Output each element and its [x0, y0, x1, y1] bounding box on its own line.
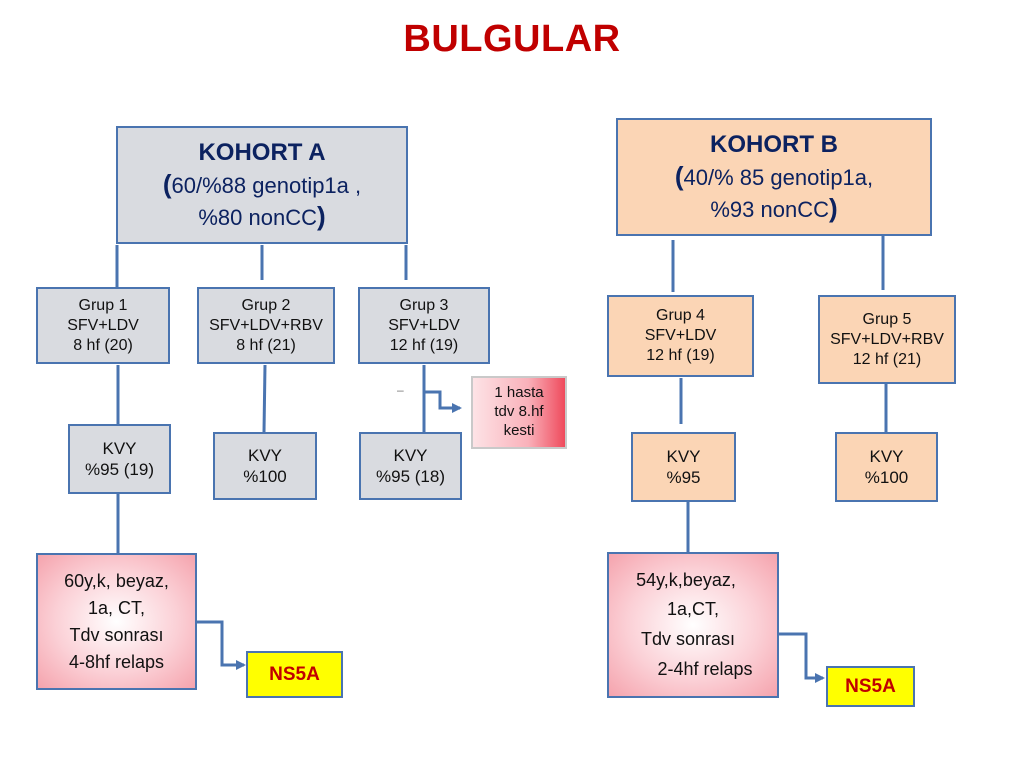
page-title: BULGULAR [403, 18, 621, 60]
case-b-box: 54y,k,beyaz, 1a,CT, Tdv sonrası 2-4hf re… [607, 552, 779, 698]
kvy-4-value: %95 [666, 468, 701, 487]
grup-4-regimen: SFV+LDV [644, 327, 717, 344]
kvy-5-value: %100 [864, 468, 909, 487]
grup-4-duration: 12 hf (19) [646, 347, 715, 364]
arrow-case-a-ns5a [196, 620, 246, 670]
kvy-3-box: KVY %95 (18) [359, 432, 462, 500]
case-a-line4: 4-8hf relaps [68, 651, 165, 672]
grup-1-regimen: SFV+LDV [67, 316, 139, 334]
kvy-3-label: KVY [393, 445, 428, 465]
case-b-line2: 1a,CT, [666, 599, 720, 620]
case-b-line3: Tdv sonrası [640, 629, 736, 649]
ns5a-b-label: NS5A [845, 675, 896, 697]
case-b-line4: 2-4hf relaps [657, 658, 753, 679]
grup-2-regimen: SFV+LDV+RBV [209, 316, 323, 334]
kvy-2-box: KVY %100 [213, 432, 317, 500]
case-a-line1: 60y,k, beyaz, [64, 570, 169, 591]
kohort-a-heading: KOHORT A [198, 138, 326, 166]
link-grup2-kvy [262, 364, 267, 433]
case-a-line3: Tdv sonrası [69, 624, 164, 645]
kohort-b-line1: (40/% 85 genotip1a, [674, 160, 874, 191]
kvy-1-label: KVY [102, 438, 137, 458]
ns5a-b-box: NS5A [826, 666, 915, 707]
case-a-box: 60y,k, beyaz, 1a, CT, Tdv sonrası 4-8hf … [36, 553, 197, 690]
kvy-1-value: %95 (19) [85, 460, 154, 479]
kvy-5-box: KVY %100 [835, 432, 938, 502]
kvy-3-value: %95 (18) [376, 467, 445, 486]
kvy-4-box: KVY %95 [631, 432, 736, 502]
note-line2: tdv 8.hf [494, 403, 544, 421]
note-line3: kesti [503, 421, 535, 439]
note-line1: 1 hasta [494, 384, 544, 402]
grup-1-name: Grup 1 [78, 296, 128, 314]
grup-2-box: Grup 2 SFV+LDV+RBV 8 hf (21) [197, 287, 335, 364]
grup-4-name: Grup 4 [656, 307, 705, 324]
grup-5-name: Grup 5 [862, 310, 912, 328]
kohort-a-line1: (60/%88 genotip1a , [162, 168, 362, 199]
grup-1-duration: 8 hf (20) [73, 336, 133, 354]
kohort-b-line2: %93 nonCC) [710, 193, 838, 223]
kohort-a-line1-text: 60/%88 genotip1a , [171, 172, 362, 198]
kohort-a-line2-text: %80 nonCC [198, 205, 317, 230]
arrow-case-b-ns5a [778, 632, 825, 683]
case-b-line1: 54y,k,beyaz, [636, 569, 736, 590]
ns5a-a-label: NS5A [269, 663, 320, 685]
kvy-4-label: KVY [666, 446, 701, 466]
grup-3-regimen: SFV+LDV [388, 316, 460, 334]
case-a-line2: 1a, CT, [87, 597, 146, 618]
kvy-2-label: KVY [247, 445, 283, 465]
grup-3-box: Grup 3 SFV+LDV 12 hf (19) [358, 287, 490, 364]
kohort-b-heading: KOHORT B [710, 130, 838, 158]
arrow-grup3-note [424, 390, 462, 413]
grup-2-name: Grup 2 [241, 296, 291, 314]
kvy-5-label: KVY [869, 446, 904, 466]
note-box: 1 hasta tdv 8.hf kesti [471, 376, 567, 449]
grup-5-box: Grup 5 SFV+LDV+RBV 12 hf (21) [818, 295, 956, 384]
kvy-1-box: KVY %95 (19) [68, 424, 171, 494]
ns5a-a-box: NS5A [246, 651, 343, 698]
kohort-b-line2-text: %93 nonCC [710, 197, 829, 222]
grup-3-name: Grup 3 [399, 296, 449, 314]
dash-mark: – [397, 383, 404, 397]
kohort-a-line2: %80 nonCC) [198, 201, 326, 231]
kvy-2-value: %100 [243, 467, 287, 486]
kohort-a-box: KOHORT A (60/%88 genotip1a , %80 nonCC) [116, 126, 408, 244]
kohort-b-box: KOHORT B (40/% 85 genotip1a, %93 nonCC) [616, 118, 932, 236]
grup-1-box: Grup 1 SFV+LDV 8 hf (20) [36, 287, 170, 364]
grup-4-box: Grup 4 SFV+LDV 12 hf (19) [607, 295, 754, 377]
grup-2-duration: 8 hf (21) [236, 336, 296, 354]
grup-5-duration: 12 hf (21) [852, 350, 922, 368]
grup-3-duration: 12 hf (19) [389, 336, 459, 354]
kohort-b-line1-text: 40/% 85 genotip1a, [683, 164, 874, 190]
grup-5-regimen: SFV+LDV+RBV [830, 330, 944, 348]
